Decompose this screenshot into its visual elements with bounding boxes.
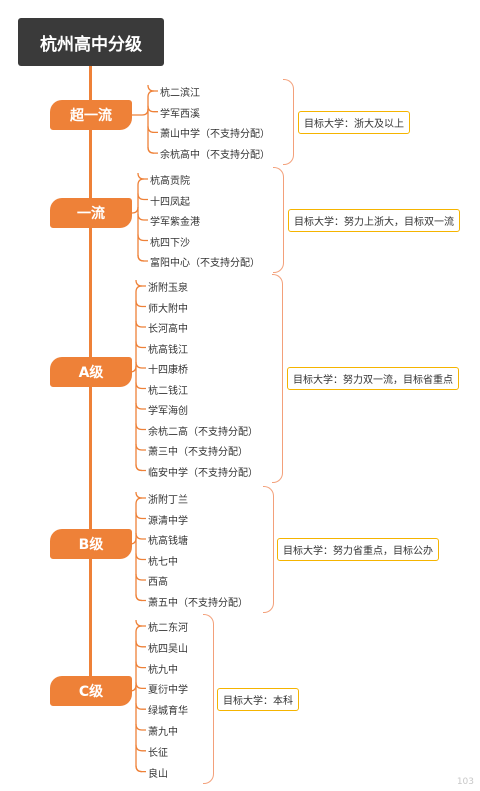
school-leaf: 绿城育华 (148, 706, 188, 718)
school-leaf: 学军海创 (148, 406, 188, 417)
target-university-box: 目标大学：本科 (217, 687, 299, 711)
school-leaf: 杭四下沙 (150, 237, 190, 249)
school-leaf: 十四康桥 (148, 365, 188, 376)
school-leaf: 萧五中（不支持分配） (148, 597, 248, 609)
tier-connector (131, 206, 139, 214)
school-leaf: 长征 (148, 747, 168, 759)
school-leaf: 浙附玉泉 (148, 283, 188, 294)
group-bracket (283, 79, 294, 166)
school-leaf: 杭高钱塘 (148, 536, 188, 547)
group-bracket (263, 486, 274, 613)
leaf-connector (137, 254, 145, 262)
school-leaf: 临安中学（不支持分配） (148, 467, 258, 479)
target-university-box: 目标大学：浙大及以上 (298, 111, 410, 135)
leaf-connector (135, 512, 146, 520)
school-leaf: 杭高钱江 (148, 344, 188, 356)
group-bracket (273, 167, 284, 273)
leaf-connector (135, 443, 146, 451)
school-leaf: 余杭二高（不支持分配） (148, 426, 258, 438)
leaf-connector (135, 532, 146, 540)
leaf-connector (135, 464, 143, 472)
school-leaf: 富阳中心（不支持分配） (150, 258, 260, 269)
school-leaf: 源清中学 (148, 515, 188, 527)
leaf-connector (135, 279, 146, 287)
leaf-connector (135, 285, 143, 293)
tier-node: 超一流 (50, 100, 132, 130)
school-leaf: 萧九中 (148, 727, 178, 738)
leaf-connector (135, 361, 146, 369)
leaf-connector (137, 234, 148, 242)
leaf-connector (137, 193, 148, 201)
school-leaf: 西高 (148, 577, 168, 588)
school-leaf: 学军西溪 (160, 108, 200, 120)
school-leaf: 学军紫金港 (150, 217, 200, 228)
leaf-connector (135, 594, 143, 602)
tier-node: C级 (50, 676, 132, 706)
school-leaf: 良山 (148, 768, 168, 780)
target-university-box: 目标大学：努力双一流，目标省重点 (287, 367, 459, 391)
school-leaf: 杭二东河 (148, 623, 188, 634)
leaf-connector (135, 491, 146, 499)
school-leaf: 夏衍中学 (148, 685, 188, 697)
leaf-connector (137, 178, 145, 186)
school-leaf: 杭七中 (148, 556, 178, 568)
leaf-connector (135, 625, 143, 633)
leaf-connector (135, 341, 146, 349)
leaf-connector (147, 147, 155, 154)
tier-connector (132, 108, 149, 116)
leaf-connector (135, 682, 146, 690)
leaf-connector (137, 172, 148, 180)
leaf-connector (135, 402, 146, 410)
leaf-connector (135, 497, 143, 505)
school-leaf: 师大附中 (148, 303, 188, 315)
root-title: 杭州高中分级 (18, 18, 164, 66)
leaf-connector (147, 105, 158, 113)
school-leaf: 萧三中（不支持分配） (148, 447, 248, 458)
school-leaf: 长河高中 (148, 324, 188, 335)
school-leaf: 浙附丁兰 (148, 495, 188, 506)
leaf-connector (135, 382, 146, 390)
leaf-connector (147, 90, 155, 98)
tier-node: 一流 (50, 198, 132, 228)
leaf-connector (135, 320, 146, 328)
school-leaf: 萧山中学（不支持分配） (160, 129, 270, 141)
school-leaf: 杭二钱江 (148, 385, 188, 397)
leaf-connector (135, 423, 146, 431)
leaf-connector (137, 213, 148, 221)
school-leaf: 杭高贡院 (150, 176, 190, 187)
tier-node: B级 (50, 529, 132, 559)
leaf-connector (135, 300, 146, 308)
target-university-box: 目标大学：努力省重点，目标公办 (277, 538, 439, 562)
school-leaf: 杭四吴山 (148, 643, 188, 655)
group-bracket (272, 274, 283, 483)
tier-node: A级 (50, 357, 132, 387)
leaf-connector (135, 619, 146, 627)
leaf-connector (135, 765, 143, 773)
target-university-box: 目标大学：努力上浙大，目标双一流 (288, 209, 460, 232)
leaf-connector (135, 573, 146, 581)
group-bracket (203, 614, 214, 784)
leaf-connector (135, 640, 146, 648)
school-leaf: 杭二滨江 (160, 88, 200, 99)
school-leaf: 杭九中 (148, 664, 178, 676)
school-leaf: 余杭高中（不支持分配） (160, 150, 270, 162)
leaf-connector (135, 553, 146, 561)
leaf-connector (135, 744, 146, 752)
school-leaf: 十四凤起 (150, 196, 190, 208)
leaf-connector (147, 84, 158, 92)
leaf-connector (135, 723, 146, 731)
leaf-connector (135, 703, 146, 710)
leaf-connector (147, 126, 158, 134)
watermark: 103 (456, 777, 474, 787)
leaf-connector (135, 661, 146, 669)
